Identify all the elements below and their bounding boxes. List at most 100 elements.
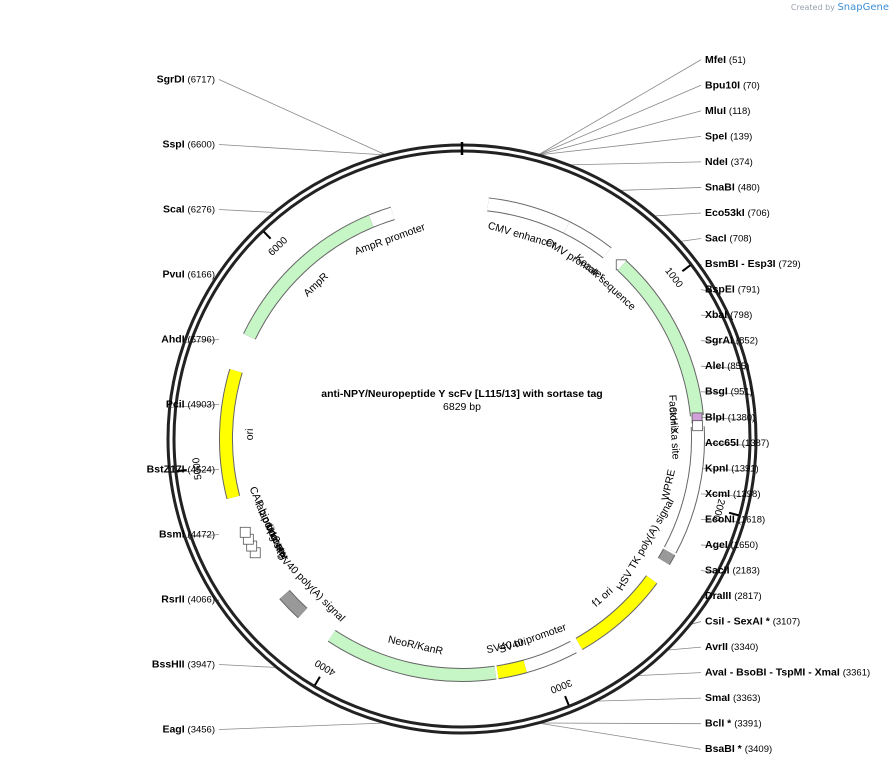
enzyme-label-draiii[interactable]: DraIII (2817) [705, 590, 762, 602]
leader-line [537, 135, 702, 156]
enzyme-label-sgrai[interactable]: SgrAI (852) [705, 335, 758, 347]
enzyme-label-bpu10i[interactable]: Bpu10I (70) [705, 79, 760, 91]
feature-arc-sv40-ori [496, 660, 527, 679]
enzyme-position-text: (3361) [843, 668, 870, 679]
feature-ori[interactable]: ori [218, 368, 256, 500]
enzyme-name-snabi: SnaBI (480) [705, 181, 760, 193]
enzyme-label-mfei[interactable]: MfeI (51) [705, 54, 746, 66]
feature-ampr[interactable]: AmpR [243, 214, 374, 340]
enzyme-name-text: AgeI [705, 539, 731, 551]
enzyme-name-text: BclI * [705, 718, 734, 730]
enzyme-label-eco53ki[interactable]: Eco53kI (706) [705, 207, 770, 219]
enzyme-label-bsmi[interactable]: BsmI (4472) [159, 529, 215, 541]
enzyme-label-alei[interactable]: AleI (855) [705, 360, 749, 372]
leader-line [700, 467, 755, 472]
enzyme-label-econi[interactable]: EcoNI (1618) [705, 513, 765, 525]
enzyme-name-text: SspI [162, 139, 187, 151]
enzyme-label-acc65i[interactable]: Acc65I (1387) [705, 437, 769, 449]
enzyme-label-sacii[interactable]: SacII (2183) [705, 564, 760, 576]
feature-arc-ampr [243, 215, 374, 340]
enzyme-label-xbai[interactable]: XbaI (798) [705, 309, 752, 321]
leader-line [700, 314, 731, 319]
enzyme-name-text: SmaI [705, 692, 733, 704]
enzyme-label-blpi[interactable]: BlpI (1380) [705, 411, 755, 423]
plasmid-title: anti-NPY/Neuropeptide Y scFv [L115/13] w… [321, 388, 602, 400]
enzyme-name-kpni: KpnI (1391) [705, 462, 759, 474]
enzyme-label-saci[interactable]: SacI (708) [705, 233, 752, 245]
feature-neor-kanr[interactable]: NeoR/KanR [327, 629, 497, 682]
tick-label-5000: 5000 [191, 457, 204, 481]
enzyme-label-sgrdi[interactable]: SgrDI (6717) [157, 74, 215, 86]
leader-line [700, 570, 724, 574]
feature-6xhis[interactable]: 6xHis [666, 406, 703, 434]
enzyme-name-text: PvuI [162, 269, 187, 281]
enzyme-position-text: (4903) [188, 400, 215, 411]
tick-label-1000: 1000 [662, 266, 684, 291]
enzyme-label-scai[interactable]: ScaI (6276) [163, 204, 215, 216]
enzyme-name-text: BsaBI * [705, 743, 745, 755]
feature-factor-xa-site[interactable]: Factor Xa site [666, 394, 704, 460]
feature-f1-ori[interactable]: f1 ori [575, 575, 658, 650]
tick-mark-4000 [313, 676, 321, 686]
enzyme-name-alei: AleI (855) [705, 360, 749, 372]
enzyme-name-bsgi: BsgI (951) [705, 386, 753, 398]
enzyme-name-draiii: DraIII (2817) [705, 590, 762, 602]
enzyme-name-avai-bsobi-tspmi-xmai: AvaI - BsoBI - TspMI - XmaI (3361) [705, 667, 870, 679]
enzyme-label-rsrii[interactable]: RsrII (4066) [161, 594, 215, 606]
enzyme-label-pcii[interactable]: PciI (4903) [166, 399, 215, 411]
enzyme-position-text: (118) [729, 106, 750, 117]
enzyme-name-eco53ki: Eco53kI (706) [705, 207, 770, 219]
enzyme-label-spei[interactable]: SpeI (139) [705, 130, 752, 142]
enzyme-label-avrii[interactable]: AvrII (3340) [705, 641, 758, 653]
enzyme-name-text: DraIII [705, 590, 734, 602]
enzyme-label-ndei[interactable]: NdeI (374) [705, 156, 753, 168]
enzyme-position-text: (798) [730, 310, 752, 321]
enzyme-position-text: (4472) [188, 530, 215, 541]
enzyme-position-text: (3363) [733, 693, 760, 704]
enzyme-label-bcli[interactable]: BclI * (3391) [705, 718, 762, 730]
enzyme-position-text: (6276) [188, 205, 215, 216]
enzyme-label-pvui[interactable]: PvuI (6166) [162, 269, 215, 281]
leader-line [700, 442, 756, 447]
enzyme-label-bsgi[interactable]: BsgI (951) [705, 386, 753, 398]
enzyme-label-bspei[interactable]: BspEI (791) [705, 284, 760, 296]
leader-line [679, 238, 702, 242]
enzyme-label-bsmbi-esp3i[interactable]: BsmBI - Esp3I (729) [705, 258, 801, 270]
enzyme-label-xcmi[interactable]: XcmI (1398) [705, 488, 760, 500]
enzyme-position-text: (6600) [188, 140, 215, 151]
enzyme-name-mfei: MfeI (51) [705, 54, 746, 66]
enzyme-position-text: (708) [730, 234, 752, 245]
enzyme-name-eagi: EagI (3456) [162, 724, 215, 736]
enzyme-label-bstz17i[interactable]: BstZ17I (4524) [147, 464, 215, 476]
enzyme-label-snabi[interactable]: SnaBI (480) [705, 181, 760, 193]
enzyme-position-text: (1398) [733, 489, 760, 500]
watermark-name: SnapGene [837, 2, 889, 13]
feature-label-ampr: AmpR [301, 270, 331, 299]
enzyme-label-ahdi[interactable]: AhdI (5796) [161, 334, 215, 346]
backbone-outer-ring [166, 143, 758, 735]
enzyme-name-text: Acc65I [705, 437, 742, 449]
enzyme-label-smai[interactable]: SmaI (3363) [705, 692, 760, 704]
feature-kozak-sequence[interactable]: Kozak sequence [573, 252, 639, 313]
leader-line [537, 110, 702, 156]
enzyme-name-smai: SmaI (3363) [705, 692, 760, 704]
enzyme-position-text: (1650) [731, 540, 758, 551]
enzyme-position-text: (3947) [188, 660, 215, 671]
feature-scfv[interactable] [617, 260, 704, 417]
feature-sv40-poly-a-signal[interactable]: SV40 poly(A) signal [274, 550, 347, 624]
enzyme-label-mlui[interactable]: MluI (118) [705, 105, 750, 117]
enzyme-position-text: (4066) [188, 595, 215, 606]
enzyme-label-bsshii[interactable]: BssHII (3947) [152, 659, 215, 671]
enzyme-position-text: (706) [748, 208, 770, 219]
enzyme-label-sspi[interactable]: SspI (6600) [162, 139, 215, 151]
feature-arc-ampr-promoter [368, 207, 395, 227]
enzyme-label-agei[interactable]: AgeI (1650) [705, 539, 758, 551]
enzyme-label-kpni[interactable]: KpnI (1391) [705, 462, 759, 474]
enzyme-label-avai-bsobi-tspmi-xmai[interactable]: AvaI - BsoBI - TspMI - XmaI (3361) [705, 667, 870, 679]
enzyme-name-pvui: PvuI (6166) [162, 269, 215, 281]
enzyme-label-eagi[interactable]: EagI (3456) [162, 724, 215, 736]
enzyme-label-bsabi[interactable]: BsaBI * (3409) [705, 743, 772, 755]
enzyme-label-csii-sexai[interactable]: CsiI - SexAI * (3107) [705, 616, 800, 628]
